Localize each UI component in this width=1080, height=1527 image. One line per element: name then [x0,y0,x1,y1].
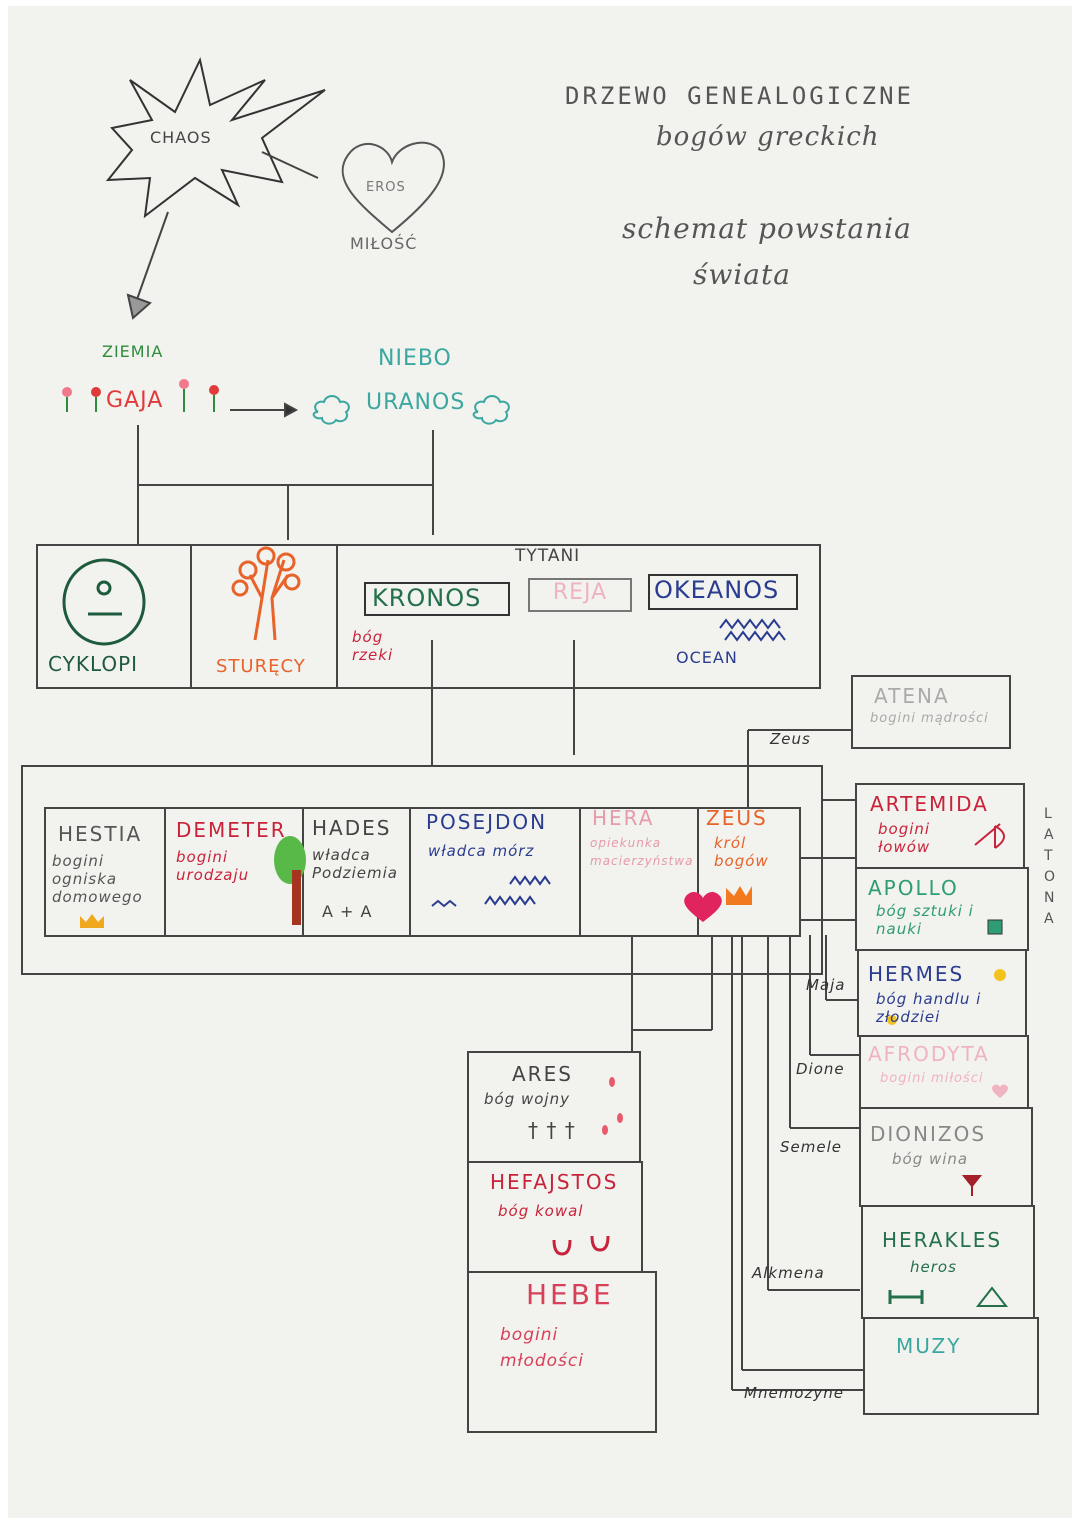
sky-label: NIEBO [378,346,452,371]
paper-sheet [8,6,1072,1518]
diagram-title: DRZEWO GENEALOGICZNE [565,82,914,110]
olympian-name-hestia: HESTIA [58,822,143,846]
olympian-name-hera: HERA [592,806,655,830]
mother-mnemozyne: Mnemozyne [744,1384,844,1402]
mother-maja: Maja [806,976,846,994]
uranos-name: URANOS [366,390,466,415]
zeus-connector-label: Zeus [770,730,811,748]
zeus-child-name-dionizos: DIONIZOS [870,1122,987,1146]
olympian-desc-hades: władca Podziemia [312,846,398,882]
eros-label: EROS [366,180,406,195]
kronos-desc: bóg rzeki [352,628,394,664]
olympian-desc-posejdon: władca mórz [428,842,535,860]
olympian-desc-zeus: król bogów [714,834,769,870]
diagram-subtitle: bogów greckich [656,122,880,152]
scheme-caption-line2: świata [693,258,791,291]
zeus-child-desc-artemida: bogini łowów [878,820,931,856]
mother-latona: LATONA [1044,806,1056,927]
mother-dione: Dione [796,1060,845,1078]
scheme-caption-line1: schemat powstania [622,212,912,245]
zeus-child-desc-dionizos: bóg wina [892,1150,969,1168]
zeus-child-name-muzy: MUZY [896,1334,962,1358]
mother-alkmena: Alkmena [752,1264,825,1282]
kronos-box: KRONOS [364,582,510,616]
olympian-desc-demeter: bogini urodzaju [176,848,250,884]
titans-header: TYTANI [515,546,581,566]
hundred-handed-label: STURĘCY [216,656,306,677]
gaia-name: GAJA [106,388,164,413]
zeus-child-name-hermes: HERMES [868,962,965,986]
olympian-name-posejdon: POSEJDON [426,810,548,834]
reja-box: REJA [528,578,632,612]
okeanos-desc: OCEAN [676,648,738,667]
hera-child-extra-ares: † † † [528,1118,576,1142]
zeus-child-desc-atena: bogini mądrości [870,711,989,726]
zeus-child-desc-afrodyta: bogini miłości [880,1071,984,1086]
okeanos-box: OKEANOS [648,574,798,610]
olympian-extra-hades: A + A [322,902,373,921]
zeus-child-desc-apollo: bóg sztuki i nauki [876,902,974,938]
olympian-desc-hera: opiekunka macierzyństwa [590,836,694,868]
olympian-name-hades: HADES [312,816,392,840]
hera-child-name-hefajstos: HEFAJSTOS [490,1170,619,1194]
cyclopes-label: CYKLOPI [48,652,139,676]
zeus-child-desc-herakles: heros [910,1258,957,1276]
hera-child-desc-ares: bóg wojny [484,1090,570,1108]
olympian-name-demeter: DEMETER [176,818,287,842]
zeus-child-name-atena: ATENA [874,684,950,708]
hera-child-desc-hefajstos: bóg kowal [498,1202,584,1220]
zeus-child-name-apollo: APOLLO [868,876,959,900]
mother-semele: Semele [780,1138,842,1156]
chaos-starburst [105,56,326,219]
zeus-child-name-herakles: HERAKLES [882,1228,1003,1252]
hera-child-name-ares: ARES [512,1062,573,1086]
hera-child-name-hebe: HEBE [526,1278,614,1311]
eros-meaning: MIŁOŚĆ [350,234,418,253]
zeus-child-desc-hermes: bóg handlu i złodziei [876,990,982,1026]
zeus-child-name-artemida: ARTEMIDA [870,792,989,816]
olympian-name-zeus: ZEUS [706,806,768,830]
chaos-label: CHAOS [150,128,212,147]
olympian-desc-hestia: bogini ogniska domowego [52,852,143,906]
zeus-child-name-afrodyta: AFRODYTA [868,1042,990,1066]
hera-child-desc-hebe: bogini młodości [500,1325,584,1371]
earth-label: ZIEMIA [102,342,164,361]
eros-heart [341,141,445,234]
